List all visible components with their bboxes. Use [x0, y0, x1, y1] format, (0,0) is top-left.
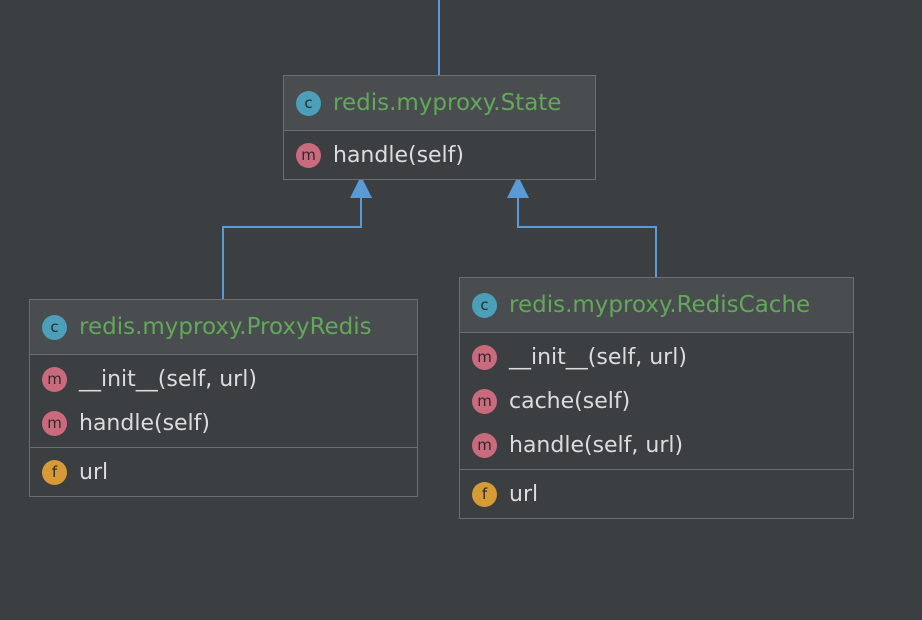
fields-section: f url [460, 470, 853, 518]
edge-rediscache-to-state [517, 197, 657, 277]
method-signature: cache(self) [509, 388, 631, 414]
class-icon: c [296, 90, 321, 116]
methods-section: m __init__(self, url) m handle(self) [30, 355, 417, 448]
class-name: redis.myproxy.RedisCache [509, 292, 811, 318]
edge-proxyredis-to-state [222, 197, 362, 299]
method-icon: m [42, 410, 67, 436]
inheritance-arrowhead-left [350, 176, 372, 198]
field-row[interactable]: f url [460, 472, 853, 516]
class-box-rediscache[interactable]: c redis.myproxy.RedisCache m __init__(se… [459, 277, 854, 519]
class-icon: c [42, 314, 67, 340]
method-row[interactable]: m handle(self) [284, 133, 595, 177]
class-box-proxyredis[interactable]: c redis.myproxy.ProxyRedis m __init__(se… [29, 299, 418, 497]
method-row[interactable]: m cache(self) [460, 379, 853, 423]
method-icon: m [296, 142, 321, 168]
method-row[interactable]: m handle(self) [30, 401, 417, 445]
class-name: redis.myproxy.ProxyRedis [79, 314, 372, 340]
method-row[interactable]: m __init__(self, url) [460, 335, 853, 379]
method-icon: m [472, 344, 497, 370]
field-name: url [79, 459, 109, 485]
field-icon: f [472, 481, 497, 507]
class-name: redis.myproxy.State [333, 90, 562, 116]
class-header: c redis.myproxy.ProxyRedis [30, 300, 417, 355]
methods-section: m handle(self) [284, 131, 595, 179]
method-signature: handle(self) [79, 410, 211, 436]
method-signature: __init__(self, url) [509, 344, 687, 370]
method-signature: handle(self, url) [509, 432, 684, 458]
method-signature: handle(self) [333, 142, 465, 168]
method-icon: m [42, 366, 67, 392]
class-box-state[interactable]: c redis.myproxy.State m handle(self) [283, 75, 596, 180]
inheritance-arrowhead-right [507, 176, 529, 198]
method-icon: m [472, 432, 497, 458]
field-name: url [509, 481, 539, 507]
field-row[interactable]: f url [30, 450, 417, 494]
method-signature: __init__(self, url) [79, 366, 257, 392]
class-header: c redis.myproxy.State [284, 76, 595, 131]
method-icon: m [472, 388, 497, 414]
class-header: c redis.myproxy.RedisCache [460, 278, 853, 333]
fields-section: f url [30, 448, 417, 496]
method-row[interactable]: m __init__(self, url) [30, 357, 417, 401]
field-icon: f [42, 459, 67, 485]
class-icon: c [472, 292, 497, 318]
methods-section: m __init__(self, url) m cache(self) m ha… [460, 333, 853, 470]
method-row[interactable]: m handle(self, url) [460, 423, 853, 467]
